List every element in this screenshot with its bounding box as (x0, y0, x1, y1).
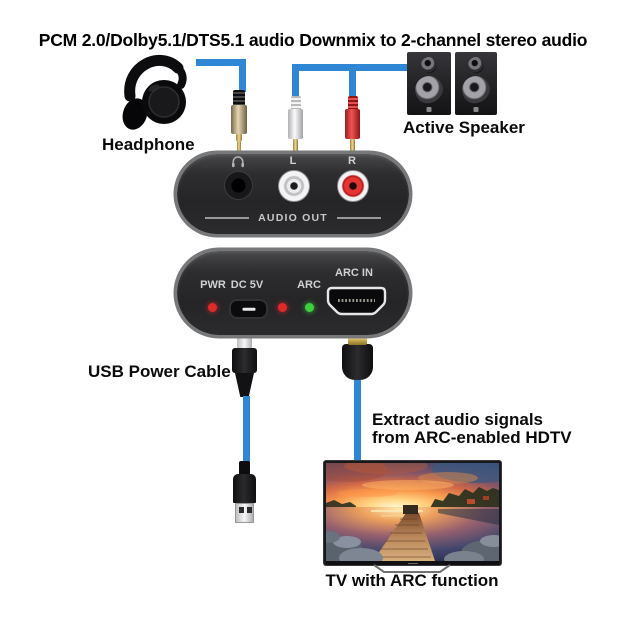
audio-out-rule-left (205, 217, 250, 219)
speaker-right-logo (473, 107, 479, 112)
hdmi-cable (354, 380, 361, 463)
speaker-right-woofer (462, 76, 490, 104)
usb-power-cable-label: USB Power Cable (88, 362, 231, 381)
dc5v-label: DC 5V (230, 279, 264, 291)
usb-a-pin-window-left (239, 507, 244, 513)
converter-bottom-view: PWR DC 5V ARC ARC IN (177, 251, 409, 335)
micro-usb-strain-relief (235, 373, 254, 397)
pwr-label: PWR (200, 279, 226, 291)
speaker-left-woofer (415, 76, 443, 104)
rca-left-cable (292, 64, 299, 96)
power-led (208, 303, 217, 312)
extract-note-line2: from ARC-enabled HDTV (372, 428, 572, 447)
converter-top-view: L R AUDIO OUT (177, 154, 409, 234)
usb-a-connector-body (233, 474, 256, 503)
rca-plug-left-strain-relief (291, 96, 301, 109)
right-channel-label: R (348, 155, 356, 167)
arc-led-red (278, 303, 287, 312)
active-speaker-label: Active Speaker (403, 118, 525, 137)
hdmi-port (326, 286, 387, 316)
headphone-jack-port (224, 171, 253, 200)
speaker-left-logo (426, 107, 432, 112)
hdmi-connector-body (342, 344, 373, 380)
micro-usb-port-slot (242, 307, 255, 311)
speaker-right-tweeter (468, 57, 484, 73)
rca-port-left (278, 170, 310, 202)
arc-led-green (305, 303, 314, 312)
speaker-left (407, 52, 451, 115)
diagram-title: PCM 2.0/Dolby5.1/DTS5.1 audio Downmix to… (38, 30, 588, 50)
tv-screen (326, 463, 499, 561)
usb-a-pin-window-right (247, 507, 252, 513)
micro-usb-port (229, 299, 268, 319)
tv-bezel-bottom (326, 561, 499, 565)
audio-out-rule-right (336, 217, 381, 219)
tv-logo (407, 562, 418, 564)
tv-icon (324, 461, 501, 565)
trs-plug-neck (236, 134, 242, 141)
rca-plug-right-pin (350, 139, 355, 153)
tv-caption: TV with ARC function (325, 571, 499, 590)
speaker-right (455, 52, 497, 115)
audio-out-label: AUDIO OUT (258, 212, 328, 224)
extract-note: Extract audio signals from ARC-enabled H… (372, 411, 572, 447)
left-channel-label: L (289, 155, 297, 167)
tv-stand (373, 564, 451, 573)
arc-in-label: ARC IN (335, 267, 373, 279)
headphone-label: Headphone (102, 135, 195, 154)
speaker-left-tweeter (421, 57, 437, 73)
rca-port-right (337, 170, 369, 202)
rca-plug-right-strain-relief (348, 96, 358, 109)
usb-power-cable (243, 396, 250, 464)
rca-right-cable (349, 64, 356, 96)
trs-plug-strain-relief (233, 90, 245, 105)
audio-out-row: AUDIO OUT (177, 212, 409, 224)
headphone-cable-vertical (239, 59, 246, 92)
rca-plug-right-body (345, 109, 360, 139)
extract-note-line1: Extract audio signals (372, 410, 543, 429)
headphone-icon (232, 156, 244, 168)
rca-plug-left-body (288, 109, 303, 139)
usb-a-strain-relief (239, 461, 250, 475)
micro-usb-connector-body (232, 348, 257, 373)
headphones-icon (122, 54, 187, 130)
trs-plug-body (231, 105, 247, 134)
headphone-cable-horizontal (196, 59, 246, 66)
arc-label: ARC (297, 279, 321, 291)
rca-plug-left-pin (293, 139, 298, 153)
usb-a-connector-metal (235, 503, 254, 523)
trs-plug-tip (237, 141, 241, 153)
